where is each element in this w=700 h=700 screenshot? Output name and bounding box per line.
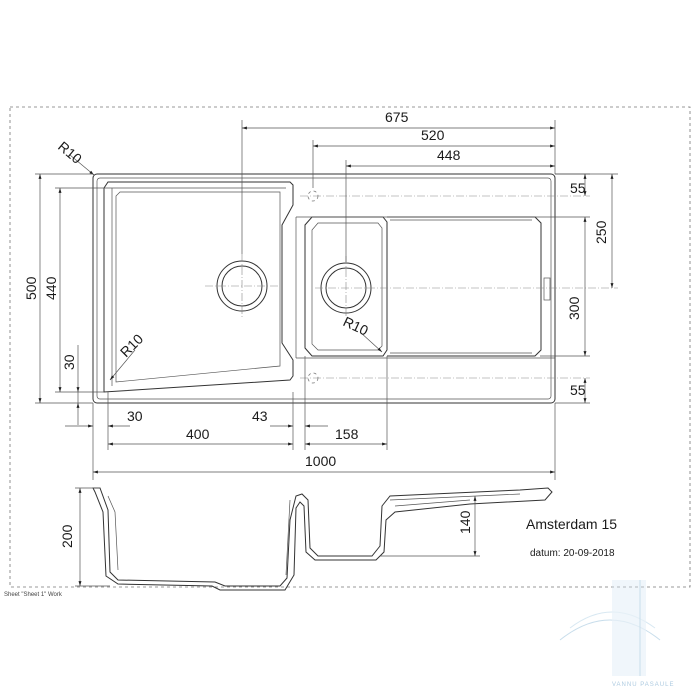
dim-675: 675 [385,109,409,125]
watermark-text: VANNU PASAULE [612,682,674,688]
dim-158: 158 [335,426,359,442]
drawing-frame [9,106,691,588]
dim-440: 440 [43,276,59,300]
dim-140: 140 [457,510,473,534]
sheet-label: Sheet "Sheet 1" Work [4,592,63,598]
dim-30-bottom: 30 [127,408,143,424]
dim-448: 448 [437,147,461,163]
dim-250: 250 [593,220,609,244]
dim-r10-top: R10 [55,138,85,167]
dimension-labels: 675 520 448 R10 55 250 300 55 500 440 30… [23,109,609,548]
drawing-date: datum: 20-09-2018 [530,548,615,559]
sink-outline [92,173,556,404]
large-bowl [103,181,294,393]
dimension-lines [35,120,618,480]
sink-side-view [75,487,553,591]
dim-r10-small: R10 [341,313,371,338]
dim-300: 300 [566,296,582,320]
dim-500: 500 [23,276,39,300]
dim-1000: 1000 [305,453,336,469]
dim-200: 200 [59,524,75,548]
small-bowl [304,216,388,357]
dim-43: 43 [252,408,268,424]
dim-55-bottom: 55 [570,382,586,398]
dim-55-top: 55 [570,180,586,196]
sink-top-view [92,173,618,404]
model-name: Amsterdam 15 [526,516,617,532]
dim-30-left: 30 [61,354,77,370]
dim-400: 400 [186,426,210,442]
drainer [387,216,542,357]
watermark-logo: VANNU PASAULE [559,580,674,688]
dim-r10-left: R10 [117,330,147,360]
dim-520: 520 [421,127,445,143]
